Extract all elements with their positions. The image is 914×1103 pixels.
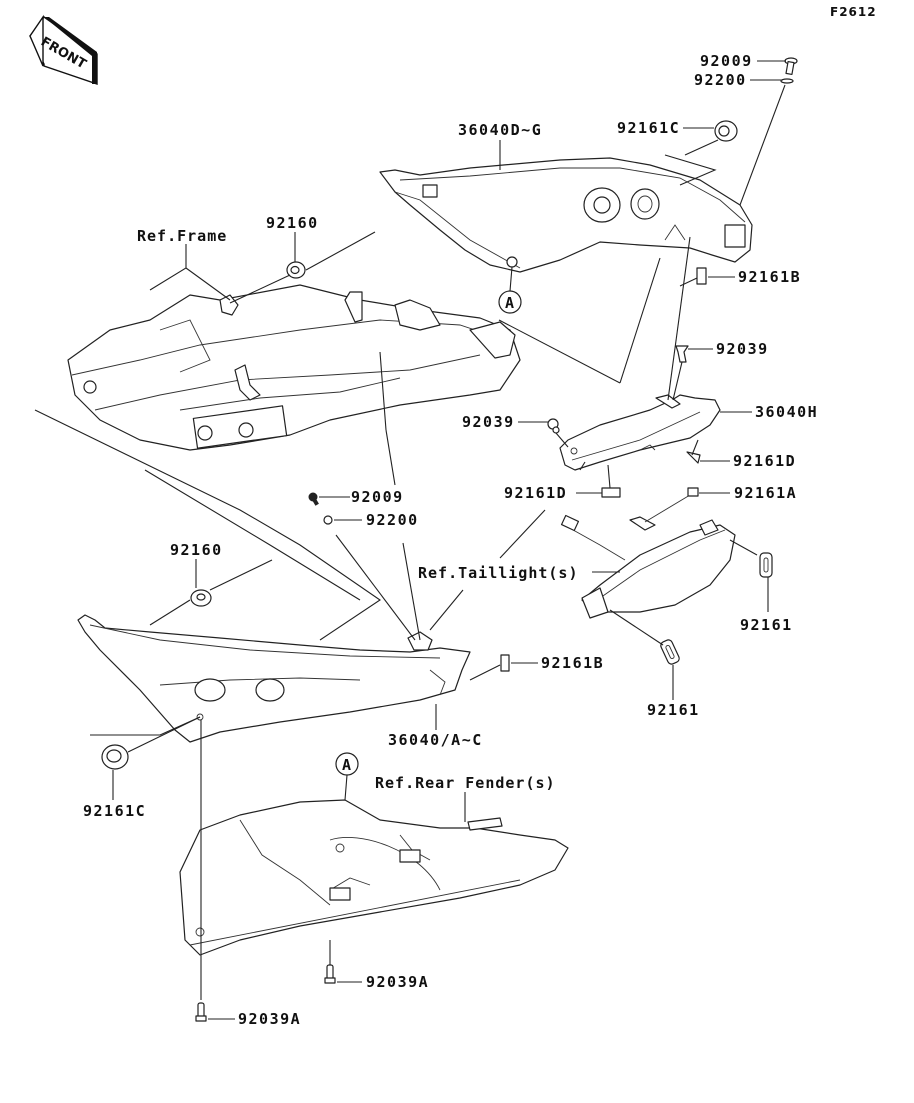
part-label[interactable]: 92039	[716, 340, 769, 358]
part-label[interactable]: 92039	[462, 413, 515, 431]
figure-code: F2612	[830, 5, 877, 19]
grommet-icon[interactable]	[101, 744, 129, 770]
part-label[interactable]: 36040H	[755, 403, 818, 421]
part-label[interactable]: 92161	[740, 616, 793, 634]
frame-reference-part	[67, 284, 521, 451]
part-label[interactable]: 36040/A~C	[388, 731, 483, 749]
part-label[interactable]: 92009	[700, 52, 753, 70]
screw-icon[interactable]	[784, 57, 798, 76]
svg-text:A: A	[342, 756, 353, 774]
part-label[interactable]: 92200	[366, 511, 419, 529]
part-label[interactable]: 36040D~G	[458, 121, 542, 139]
seat-cover-lower-part[interactable]	[77, 614, 471, 743]
ref-rear-fender-label: Ref.Rear Fender(s)	[375, 774, 556, 792]
front-arrow-icon: FRONT	[29, 14, 98, 85]
part-label[interactable]: 92161C	[617, 119, 680, 137]
rivet-icon[interactable]	[195, 1002, 207, 1022]
grommet-icon[interactable]	[714, 120, 738, 142]
pad-icon[interactable]	[696, 267, 707, 285]
part-label[interactable]: 92200	[694, 71, 747, 89]
clip-icon[interactable]	[547, 418, 560, 434]
part-label[interactable]: 92039A	[238, 1010, 301, 1028]
part-label[interactable]: 92161D	[733, 452, 796, 470]
pad-icon[interactable]	[601, 487, 621, 498]
pad-icon[interactable]	[686, 451, 701, 464]
ref-frame-label: Ref.Frame	[137, 227, 227, 245]
pad-icon[interactable]	[500, 654, 510, 672]
grommet-icon[interactable]	[286, 261, 306, 279]
part-label[interactable]: 92161	[647, 701, 700, 719]
part-label[interactable]: 92161B	[738, 268, 801, 286]
rear-fender-reference-part	[179, 799, 569, 956]
seat-cover-upper-part[interactable]	[379, 157, 753, 273]
screw-icon[interactable]	[308, 492, 319, 506]
part-label[interactable]: 92161D	[504, 484, 567, 502]
part-label[interactable]: 92160	[266, 214, 319, 232]
part-label[interactable]: 92160	[170, 541, 223, 559]
part-label[interactable]: 92161C	[83, 802, 146, 820]
taillight-reference-part	[560, 487, 736, 619]
reference-mark-a: A	[335, 752, 359, 776]
washer-icon[interactable]	[323, 515, 333, 525]
part-label[interactable]: 92009	[351, 488, 404, 506]
seat-cover-side-part[interactable]	[559, 394, 721, 471]
grommet-icon[interactable]	[190, 589, 212, 607]
svg-text:A: A	[505, 294, 516, 312]
part-label[interactable]: 92039A	[366, 973, 429, 991]
washer-icon[interactable]	[780, 78, 794, 84]
pad-icon[interactable]	[659, 639, 680, 666]
pad-icon[interactable]	[759, 552, 773, 578]
part-label[interactable]: 92161B	[541, 654, 604, 672]
reference-mark-a: A	[498, 290, 522, 314]
leader-lines	[34, 60, 786, 1020]
ref-taillight-label: Ref.Taillight(s)	[418, 564, 579, 582]
rivet-icon[interactable]	[324, 964, 336, 984]
clip-icon[interactable]	[675, 345, 689, 363]
part-label[interactable]: 92161A	[734, 484, 797, 502]
